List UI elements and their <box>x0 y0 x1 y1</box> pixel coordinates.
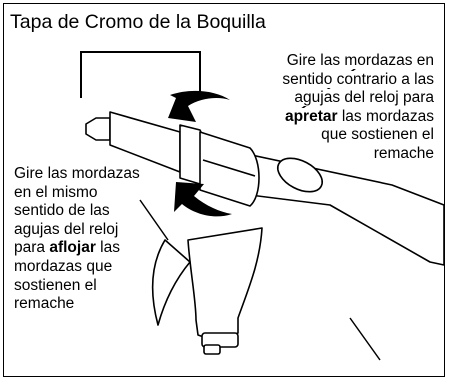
tighten-line-4: las mordazas <box>337 107 434 125</box>
diagram-frame <box>3 3 445 377</box>
loosen-instruction: Gire las mordazas en el mismo sentido de… <box>12 165 142 314</box>
tighten-line-3: agujas del reloj para <box>292 89 436 107</box>
loosen-line-8: remache <box>12 295 77 313</box>
diagram-title: Tapa de Cromo de la Boquilla <box>10 11 266 33</box>
nozzle-cap-bracket <box>80 51 201 98</box>
rivet-tool-body <box>85 111 445 355</box>
loosen-line-2: en el mismo <box>12 183 100 201</box>
loosen-line-4: agujas del reloj <box>12 220 121 238</box>
loosen-line-6: mordazas que <box>12 257 115 275</box>
tighten-arrow <box>168 90 230 122</box>
loosen-line-5-rest: las <box>95 239 120 257</box>
loosen-arrow <box>174 182 232 217</box>
loosen-line-7: sostienen el <box>12 276 99 294</box>
tighten-keyword: apretar <box>284 107 338 125</box>
loosen-keyword: aflojar <box>49 239 96 257</box>
loosen-line-3: sentido de las <box>12 202 112 220</box>
tighten-line-5: que sostienen el <box>319 126 436 144</box>
loosen-line-1: Gire las mordazas <box>12 165 142 182</box>
tighten-line-2: sentido contrario a las <box>280 70 436 88</box>
tighten-instruction: Gire las mordazas en sentido contrario a… <box>280 52 436 164</box>
tighten-line-6: remache <box>371 144 436 162</box>
loosen-line-5-pre: para <box>14 239 50 257</box>
tighten-line-1: Gire las mordazas en <box>284 52 436 69</box>
